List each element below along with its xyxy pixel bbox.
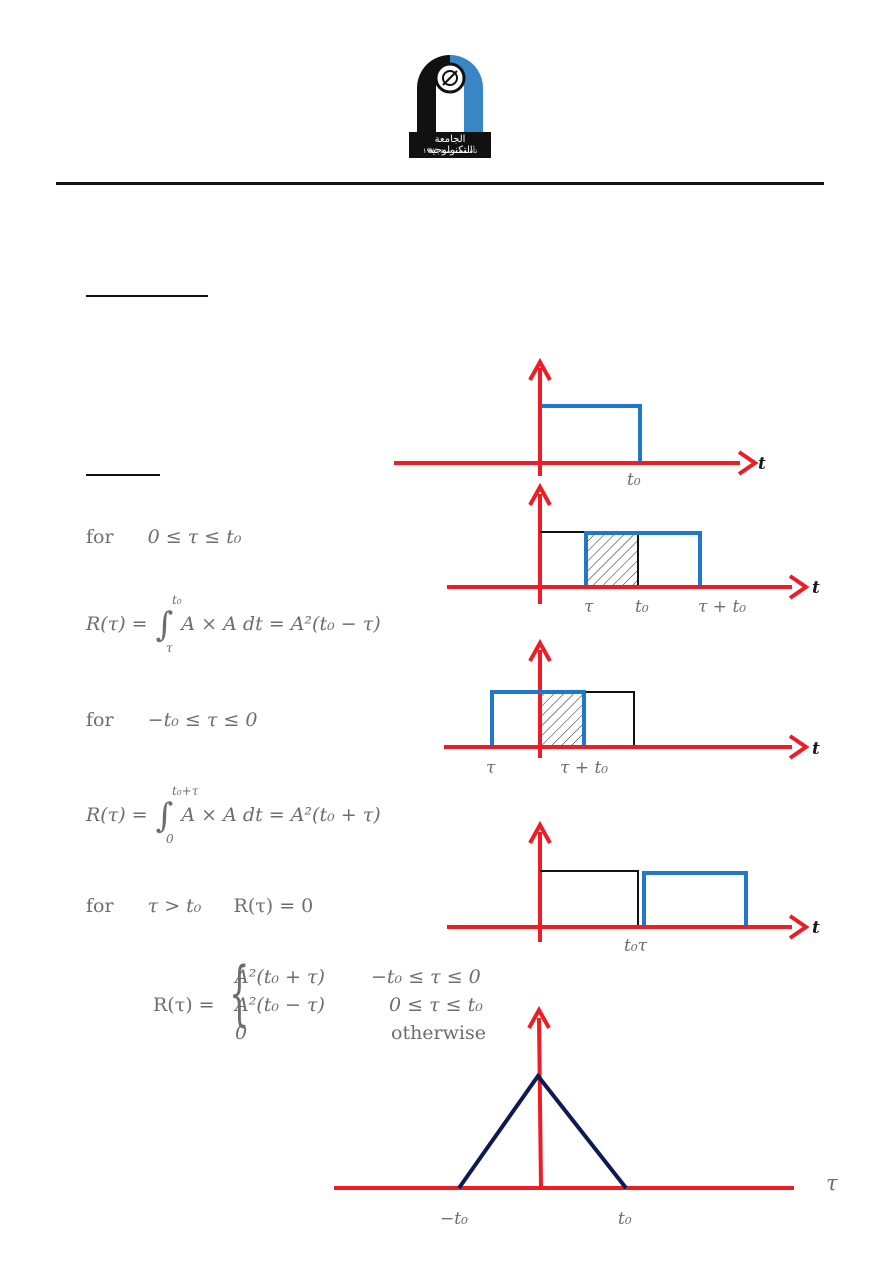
amplitude-axis-arrow (528, 638, 552, 662)
reference-pulse (540, 870, 639, 925)
figure-2-overlap-positive: t τ t₀ τ + t₀ (447, 482, 820, 617)
t-axis-arrow (788, 734, 810, 760)
piecewise-result: R(τ) = { A²(t₀ + τ) −t₀ ≤ τ ≤ 0 A²(t₀ − … (153, 958, 493, 1048)
subheading-underline (86, 474, 160, 476)
upper-limit: t₀+τ (172, 784, 199, 798)
equation-2: R(τ) = ∫ t₀+τ 0 A × A dt = A²(t₀ + τ) (86, 784, 381, 846)
t0-label: t₀ (635, 597, 649, 617)
condition-text: 0 ≤ τ ≤ t₀ (147, 526, 242, 548)
condition-result: R(τ) = 0 (233, 895, 314, 917)
tau-label: τ (486, 758, 496, 778)
equation-1: R(τ) = ∫ t₀ τ A × A dt = A²(t₀ − τ) (86, 593, 381, 655)
piecewise-lhs: R(τ) = (153, 994, 215, 1016)
piecewise-cond-2: 0 ≤ τ ≤ t₀ (389, 994, 483, 1016)
shifted-pulse (584, 531, 702, 585)
logo-arabic-subtext: تأسست سنة ١٩٧٥ (422, 147, 478, 155)
piecewise-expr-3: 0 (235, 1022, 248, 1044)
piecewise-cond-1: −t₀ ≤ τ ≤ 0 (371, 966, 481, 988)
t-axis-label: t (758, 454, 766, 474)
t0-tau-label: t₀τ (624, 936, 648, 956)
t-axis-label: t (812, 918, 820, 938)
neg-t0-label: −t₀ (440, 1209, 468, 1229)
autocorrelation-axis (537, 1017, 543, 1189)
shifted-pulse (642, 871, 748, 925)
autocorrelation-axis-arrow (527, 1005, 551, 1029)
equation-lhs: R(τ) = (86, 804, 148, 826)
tau-label: τ (584, 597, 594, 617)
logo-emblem (409, 55, 491, 158)
overlap-hatch (586, 533, 638, 585)
shifted-pulse (490, 690, 586, 745)
upper-limit: t₀ (172, 593, 182, 607)
t-axis-arrow (788, 574, 810, 600)
tau-plus-t0-label: τ + t₀ (698, 597, 746, 617)
for-label: for (86, 895, 114, 917)
integral-sign: ∫ (155, 796, 174, 836)
tau-axis-label: τ (826, 1171, 838, 1195)
university-logo: الجامعة التكنولوجية تأسست سنة ١٩٧٥ (405, 52, 495, 160)
equation-rhs: A × A dt = A²(t₀ − τ) (181, 613, 381, 635)
equation-rhs: A × A dt = A²(t₀ + τ) (181, 804, 381, 826)
t-axis-arrow (737, 450, 759, 476)
piecewise-cond-3: otherwise (391, 1022, 486, 1044)
figure-1-rect-pulse: t t₀ (394, 357, 766, 490)
piecewise-expr-2: A²(t₀ − τ) (235, 994, 325, 1016)
lower-limit: 0 (166, 832, 174, 846)
figure-5-autocorrelation-triangle: τ −t₀ t₀ (334, 1005, 838, 1229)
figure-3-overlap-negative: t τ τ + t₀ (444, 638, 820, 778)
amplitude-axis-arrow (528, 820, 552, 844)
t0-label: t₀ (627, 470, 641, 490)
overlap-hatch (540, 693, 584, 745)
t-axis-label: t (812, 578, 820, 598)
t0-label: t₀ (618, 1209, 632, 1229)
case-2-condition: for −t₀ ≤ τ ≤ 0 (86, 709, 257, 731)
condition-text: τ > t₀ (147, 895, 202, 917)
lower-limit: τ (166, 641, 173, 655)
header-divider (56, 182, 824, 185)
equation-lhs: R(τ) = (86, 613, 148, 635)
for-label: for (86, 709, 114, 731)
pulse-signal (542, 404, 642, 461)
case-1-condition: for 0 ≤ τ ≤ t₀ (86, 526, 242, 548)
t-axis-arrow (788, 914, 810, 940)
piecewise-brace: { (229, 952, 250, 1034)
logo-arabic-text: الجامعة التكنولوجية (427, 134, 473, 156)
heading-underline (86, 295, 208, 297)
condition-text: −t₀ ≤ τ ≤ 0 (147, 709, 258, 731)
autocorrelation-triangle (457, 1072, 628, 1190)
tau-plus-t0-label: τ + t₀ (560, 758, 608, 778)
amplitude-axis-arrow (528, 357, 552, 381)
figure-4-no-overlap: t t₀τ (447, 820, 820, 956)
piecewise-expr-1: A²(t₀ + τ) (235, 966, 325, 988)
for-label: for (86, 526, 114, 548)
integral-sign: ∫ (155, 605, 174, 645)
case-3-condition: for τ > t₀ R(τ) = 0 (86, 895, 313, 917)
amplitude-axis-arrow (528, 482, 552, 506)
t-axis-label: t (812, 739, 820, 759)
